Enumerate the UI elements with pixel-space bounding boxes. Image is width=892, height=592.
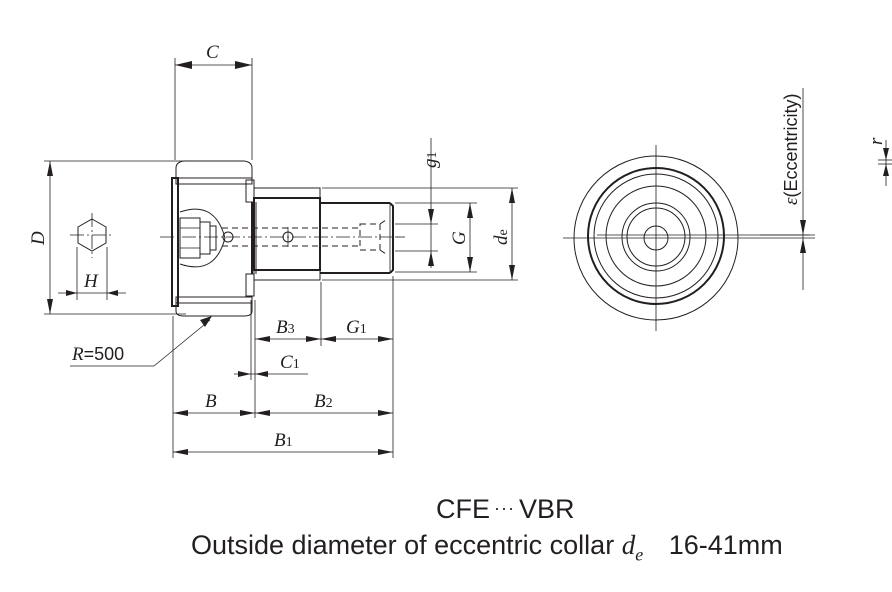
outer-ring (175, 160, 253, 317)
dimension-R: R=500 (70, 316, 212, 367)
threaded-stud (320, 202, 394, 274)
label-r: r (866, 137, 887, 145)
label-g1: g1 (420, 152, 441, 169)
label-B: B (205, 391, 217, 412)
label-eccentricity: ε(Eccentricity) (781, 93, 802, 205)
front-view (563, 145, 810, 331)
label-H: H (83, 271, 99, 292)
label-G1: G1 (346, 317, 367, 338)
label-C1: C1 (280, 352, 300, 373)
bottom-dimensions: B3 G1 C1 B B2 B1 (172, 276, 394, 458)
description-caption: Outside diameter of eccentric collar de … (191, 530, 783, 565)
series-caption: CFE···VBR (436, 494, 575, 525)
series-suffix: VBR (518, 494, 575, 524)
description-text: Outside diameter of eccentric collar (191, 530, 615, 560)
label-C: C (206, 42, 219, 63)
label-B3: B3 (276, 317, 295, 338)
symbol-de: de (621, 530, 644, 565)
hex-socket-view: H (58, 213, 126, 300)
dimension-r: r (866, 137, 892, 186)
side-plate (171, 177, 179, 307)
dimension-eccentricity: ε(Eccentricity) (760, 88, 815, 290)
series-prefix: CFE (436, 494, 490, 524)
stud-head (179, 208, 226, 268)
thrust-washer-bottom (245, 273, 255, 297)
section-view (160, 160, 400, 317)
label-B1: B1 (274, 430, 293, 451)
label-de: de (491, 229, 512, 245)
series-dots: ··· (494, 498, 515, 518)
eccentric-collar (253, 187, 321, 281)
range-value: 16-41mm (668, 530, 783, 560)
label-R: R=500 (71, 344, 124, 365)
right-dimensions: g1 G de (322, 138, 518, 281)
thrust-washer-top (245, 179, 255, 203)
label-B2: B2 (314, 391, 333, 412)
label-D: D (28, 231, 49, 246)
dimension-C: C (174, 42, 253, 160)
label-G: G (449, 231, 470, 245)
dimension-D: D (28, 160, 186, 315)
